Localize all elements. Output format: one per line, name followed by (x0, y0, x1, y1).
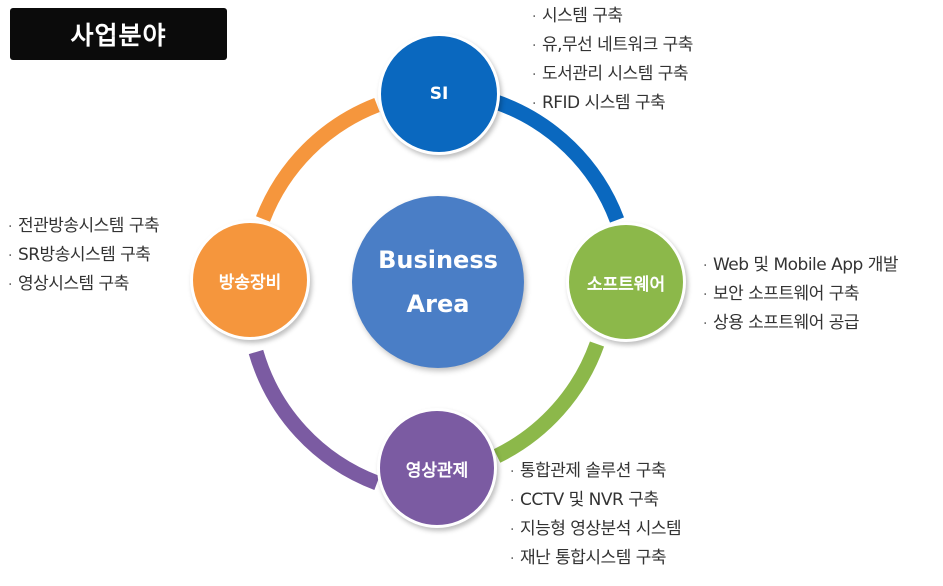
bullet-icon: · (703, 287, 707, 303)
list-item-text: Web 및 Mobile App 개발 (712, 255, 899, 275)
si-list: · 시스템 구축 · 유,무선 네트워크 구축 · 도서관리 시스템 구축 · RFID 시스… (532, 2, 693, 118)
list-item: · 통합관제 솔루션 구축 (510, 457, 681, 486)
list-item-text: RFID 시스템 구축 (541, 93, 666, 113)
bullet-icon: · (8, 219, 12, 235)
center-node: Business Area (352, 196, 524, 368)
bullet-icon: · (510, 522, 514, 538)
node-si: SI (378, 33, 500, 155)
node-software: 소프트웨어 (566, 222, 686, 342)
list-item-text: 시스템 구축 (541, 6, 623, 26)
arc-surveillance-to-broadcast (248, 349, 380, 491)
list-item: · 시스템 구축 (532, 2, 693, 31)
node-broadcast-label: 방송장비 (218, 272, 282, 293)
list-item: · CCTV 및 NVR 구축 (510, 486, 681, 515)
surveillance-list: ·통합관제 솔루션 구축·CCTV 및 NVR 구축·지능형 영상분석 시스템·… (510, 457, 682, 573)
list-item: · 전관방송시스템 구축 (8, 212, 160, 241)
bullet-icon: · (532, 38, 536, 54)
bullet-icon: · (532, 9, 536, 25)
list-item: · 상용 소프트웨어 공급 (703, 309, 898, 338)
node-surveillance-label: 영상관제 (405, 460, 469, 481)
list-item-text: 보안 소프트웨어 구축 (712, 284, 860, 304)
list-item-text: 지능형 영상분석 시스템 (519, 519, 682, 539)
center-line-1: Business (378, 246, 498, 274)
list-item-text: SR방송시스템 구축 (17, 245, 151, 265)
broadcast-list: · 전관방송시스템 구축 · SR방송시스템 구축 · 영상시스템 구축 (8, 212, 160, 299)
list-item: · 지능형 영상분석 시스템 (510, 515, 682, 544)
node-si-label: SI (429, 84, 449, 104)
list-item-text: 영상시스템 구축 (17, 274, 129, 294)
list-item: · 도서관리 시스템 구축 (532, 60, 693, 89)
bullet-icon: · (703, 258, 707, 274)
list-item: · 유,무선 네트워크 구축 (532, 31, 693, 60)
list-item: · 영상시스템 구축 (8, 270, 159, 299)
bullet-icon: · (532, 96, 536, 112)
list-item-text: 도서관리 시스템 구축 (541, 64, 689, 84)
bullet-icon: · (510, 464, 514, 480)
list-item-text: 재난 통합시스템 구축 (519, 548, 667, 568)
arc-broadcast-to-si (256, 98, 380, 222)
arc-si-to-software (493, 94, 625, 223)
list-item: · SR방송시스템 구축 (8, 241, 159, 270)
list-item-text: 상용 소프트웨어 공급 (712, 313, 860, 333)
list-item-text: 전관방송시스템 구축 (17, 216, 160, 236)
list-item: · 보안 소프트웨어 구축 (703, 280, 898, 309)
bullet-icon: · (510, 493, 514, 509)
bullet-icon: · (8, 277, 12, 293)
list-item: · Web 및 Mobile App 개발 (703, 251, 899, 280)
arc-software-to-surveillance (493, 341, 605, 463)
list-item-text: 유,무선 네트워크 구축 (541, 35, 693, 55)
software-list: · Web 및 Mobile App 개발 · 보안 소프트웨어 구축 · 상용 소프트웨… (703, 251, 899, 338)
list-item-text: CCTV 및 NVR 구축 (519, 490, 659, 510)
section-title: 사업분야 (70, 21, 167, 50)
list-item: · 재난 통합시스템 구축 (510, 544, 681, 573)
bullet-icon: · (703, 316, 707, 332)
list-item-text: 통합관제 솔루션 구축 (519, 461, 667, 481)
node-software-label: 소프트웨어 (586, 274, 666, 295)
bullet-icon: · (8, 248, 12, 264)
bullet-icon: · (510, 551, 514, 567)
section-title-box: 사업분야 (10, 8, 227, 60)
list-item: · RFID 시스템 구축 (532, 89, 693, 118)
center-line-2: Area (406, 290, 470, 318)
bullet-icon: · (532, 67, 536, 83)
node-surveillance: 영상관제 (377, 408, 497, 528)
node-broadcast: 방송장비 (190, 220, 310, 340)
